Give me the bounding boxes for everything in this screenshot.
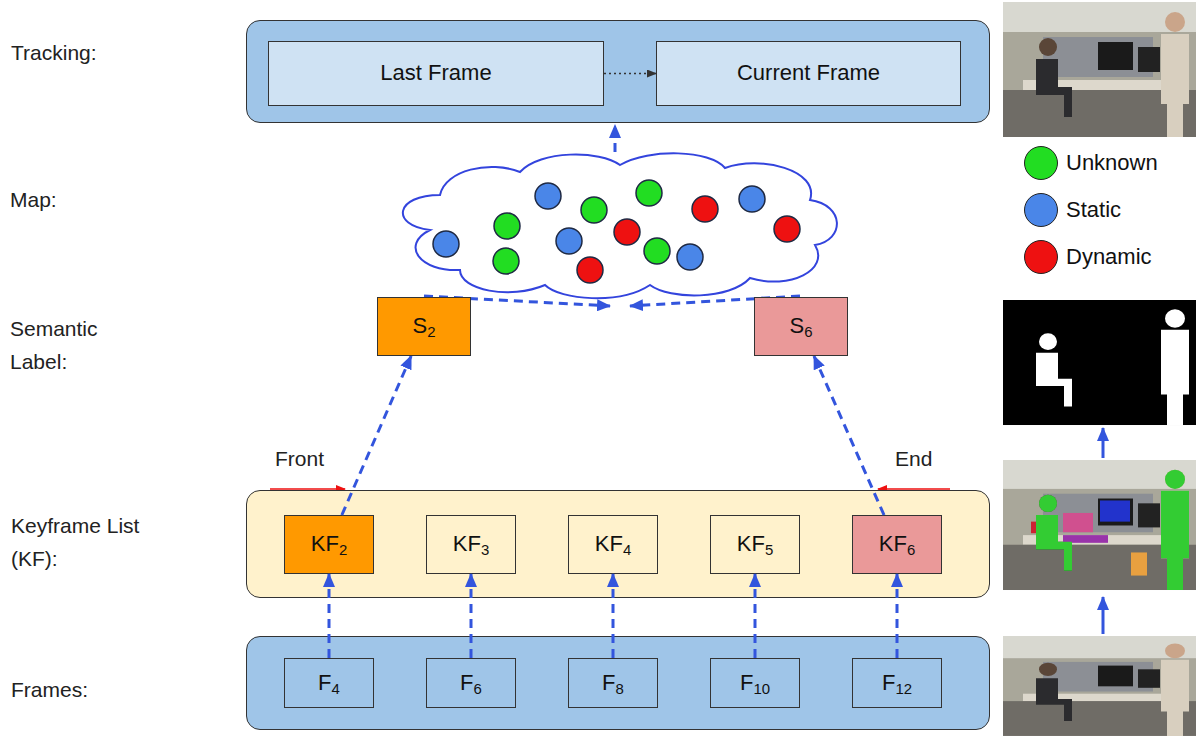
legend-entry: Static [1024, 193, 1121, 227]
subscript: 2 [427, 324, 435, 341]
pipeline-arrow [1102, 597, 1105, 634]
unknown-point [493, 248, 519, 274]
subscript: 6 [804, 324, 812, 341]
legend-entry: Unknown [1024, 146, 1158, 180]
legend-entry: Dynamic [1024, 240, 1152, 274]
legend-swatch [1024, 146, 1058, 180]
subscript: 5 [765, 542, 773, 559]
box-text: F6 [460, 670, 482, 696]
box-text: KF2 [311, 531, 347, 557]
subscript: 6 [907, 542, 915, 559]
unknown-point [494, 213, 520, 239]
subscript: 2 [339, 542, 347, 559]
subscript: 6 [474, 680, 482, 697]
frame-box: F6 [426, 658, 516, 708]
map-cloud [403, 153, 837, 298]
box-text: KF5 [737, 531, 773, 557]
mask-silhouette [1039, 333, 1057, 350]
dynamic-point [614, 219, 640, 245]
box-text: Last Frame [380, 60, 491, 86]
subscript: 8 [616, 680, 624, 697]
segmentation-photo [1003, 460, 1196, 590]
frame-box: F8 [568, 658, 658, 708]
tracking-panel: Tracking:Last FrameCurrent Frame [246, 20, 990, 123]
panel-heading: Tracking: [11, 36, 211, 69]
static-point [739, 186, 765, 212]
segment-object [1131, 552, 1147, 575]
keyframe-box: KF6 [852, 515, 942, 574]
box-text: KF4 [595, 531, 631, 557]
keyframe-box: KF4 [568, 515, 658, 574]
dynamic-point [692, 196, 718, 222]
segment-object [1100, 500, 1130, 521]
row-label: Map: [10, 183, 130, 216]
box-text: S2 [412, 313, 435, 339]
box-text: F4 [318, 670, 340, 696]
pipeline-arrow [1102, 428, 1105, 458]
mask-background [1003, 300, 1196, 425]
legend-swatch [1024, 240, 1058, 274]
semantic-label-box: S6 [754, 297, 848, 356]
subscript: 10 [753, 680, 770, 697]
frames-panel: Frames:F4F6F8F10F12 [246, 636, 990, 730]
map-to-tracking-arrow [614, 125, 617, 152]
mask-silhouette [1165, 309, 1185, 328]
subscript: 4 [623, 542, 631, 559]
mask-image [1003, 300, 1196, 425]
box-text: F12 [882, 670, 912, 696]
mask-silhouette [1161, 330, 1189, 425]
subscript: 12 [895, 680, 912, 697]
frame-box: Last Frame [268, 41, 604, 106]
segment-person [1161, 491, 1189, 590]
panel-heading: Keyframe List (KF): [11, 509, 181, 575]
keyframe-box: KF5 [710, 515, 800, 574]
box-text: F8 [602, 670, 624, 696]
segment-object [1063, 513, 1093, 532]
legend-text: Unknown [1066, 150, 1158, 176]
legend-swatch [1024, 193, 1058, 227]
segment-person [1165, 470, 1185, 489]
unknown-point [636, 180, 662, 206]
box-text: S6 [789, 313, 812, 339]
box-text: KF6 [879, 531, 915, 557]
frame-box: Current Frame [656, 41, 961, 106]
frame-box: F12 [852, 658, 942, 708]
map-arrows [424, 125, 800, 306]
static-point [556, 228, 582, 254]
office-scene [1003, 460, 1196, 590]
box-text: Current Frame [737, 60, 880, 86]
subscript: 3 [481, 542, 489, 559]
unknown-point [581, 197, 607, 223]
static-point [677, 244, 703, 270]
box-text: KF3 [453, 531, 489, 557]
static-point [433, 231, 459, 257]
frame-box: F10 [710, 658, 800, 708]
unknown-point [644, 238, 670, 264]
legend-text: Dynamic [1066, 244, 1152, 270]
box-text: F10 [740, 670, 770, 696]
frame-box: F4 [284, 658, 374, 708]
pointer-label: End [895, 442, 975, 475]
dynamic-point [774, 216, 800, 242]
map-points [433, 180, 800, 283]
segment-person [1036, 515, 1072, 571]
keyframe-box: KF2 [284, 515, 374, 574]
segment-object [1063, 535, 1108, 543]
input-photo [1003, 636, 1196, 736]
dynamic-point [577, 257, 603, 283]
panel-heading: Frames: [11, 673, 211, 706]
semantic-label-box: S2 [377, 297, 471, 356]
mask-silhouette [1036, 353, 1072, 407]
keyframe-box: KF3 [426, 515, 516, 574]
legend-text: Static [1066, 197, 1121, 223]
keyframe-list-panel: Keyframe List (KF):KF2KF3KF4KF5KF6 [246, 490, 990, 598]
static-point [535, 183, 561, 209]
pointer-label: Front [275, 442, 355, 475]
subscript: 4 [332, 680, 340, 697]
tracking-photo [1003, 2, 1196, 137]
row-label: Semantic Label: [10, 312, 130, 378]
segment-person [1039, 495, 1057, 512]
